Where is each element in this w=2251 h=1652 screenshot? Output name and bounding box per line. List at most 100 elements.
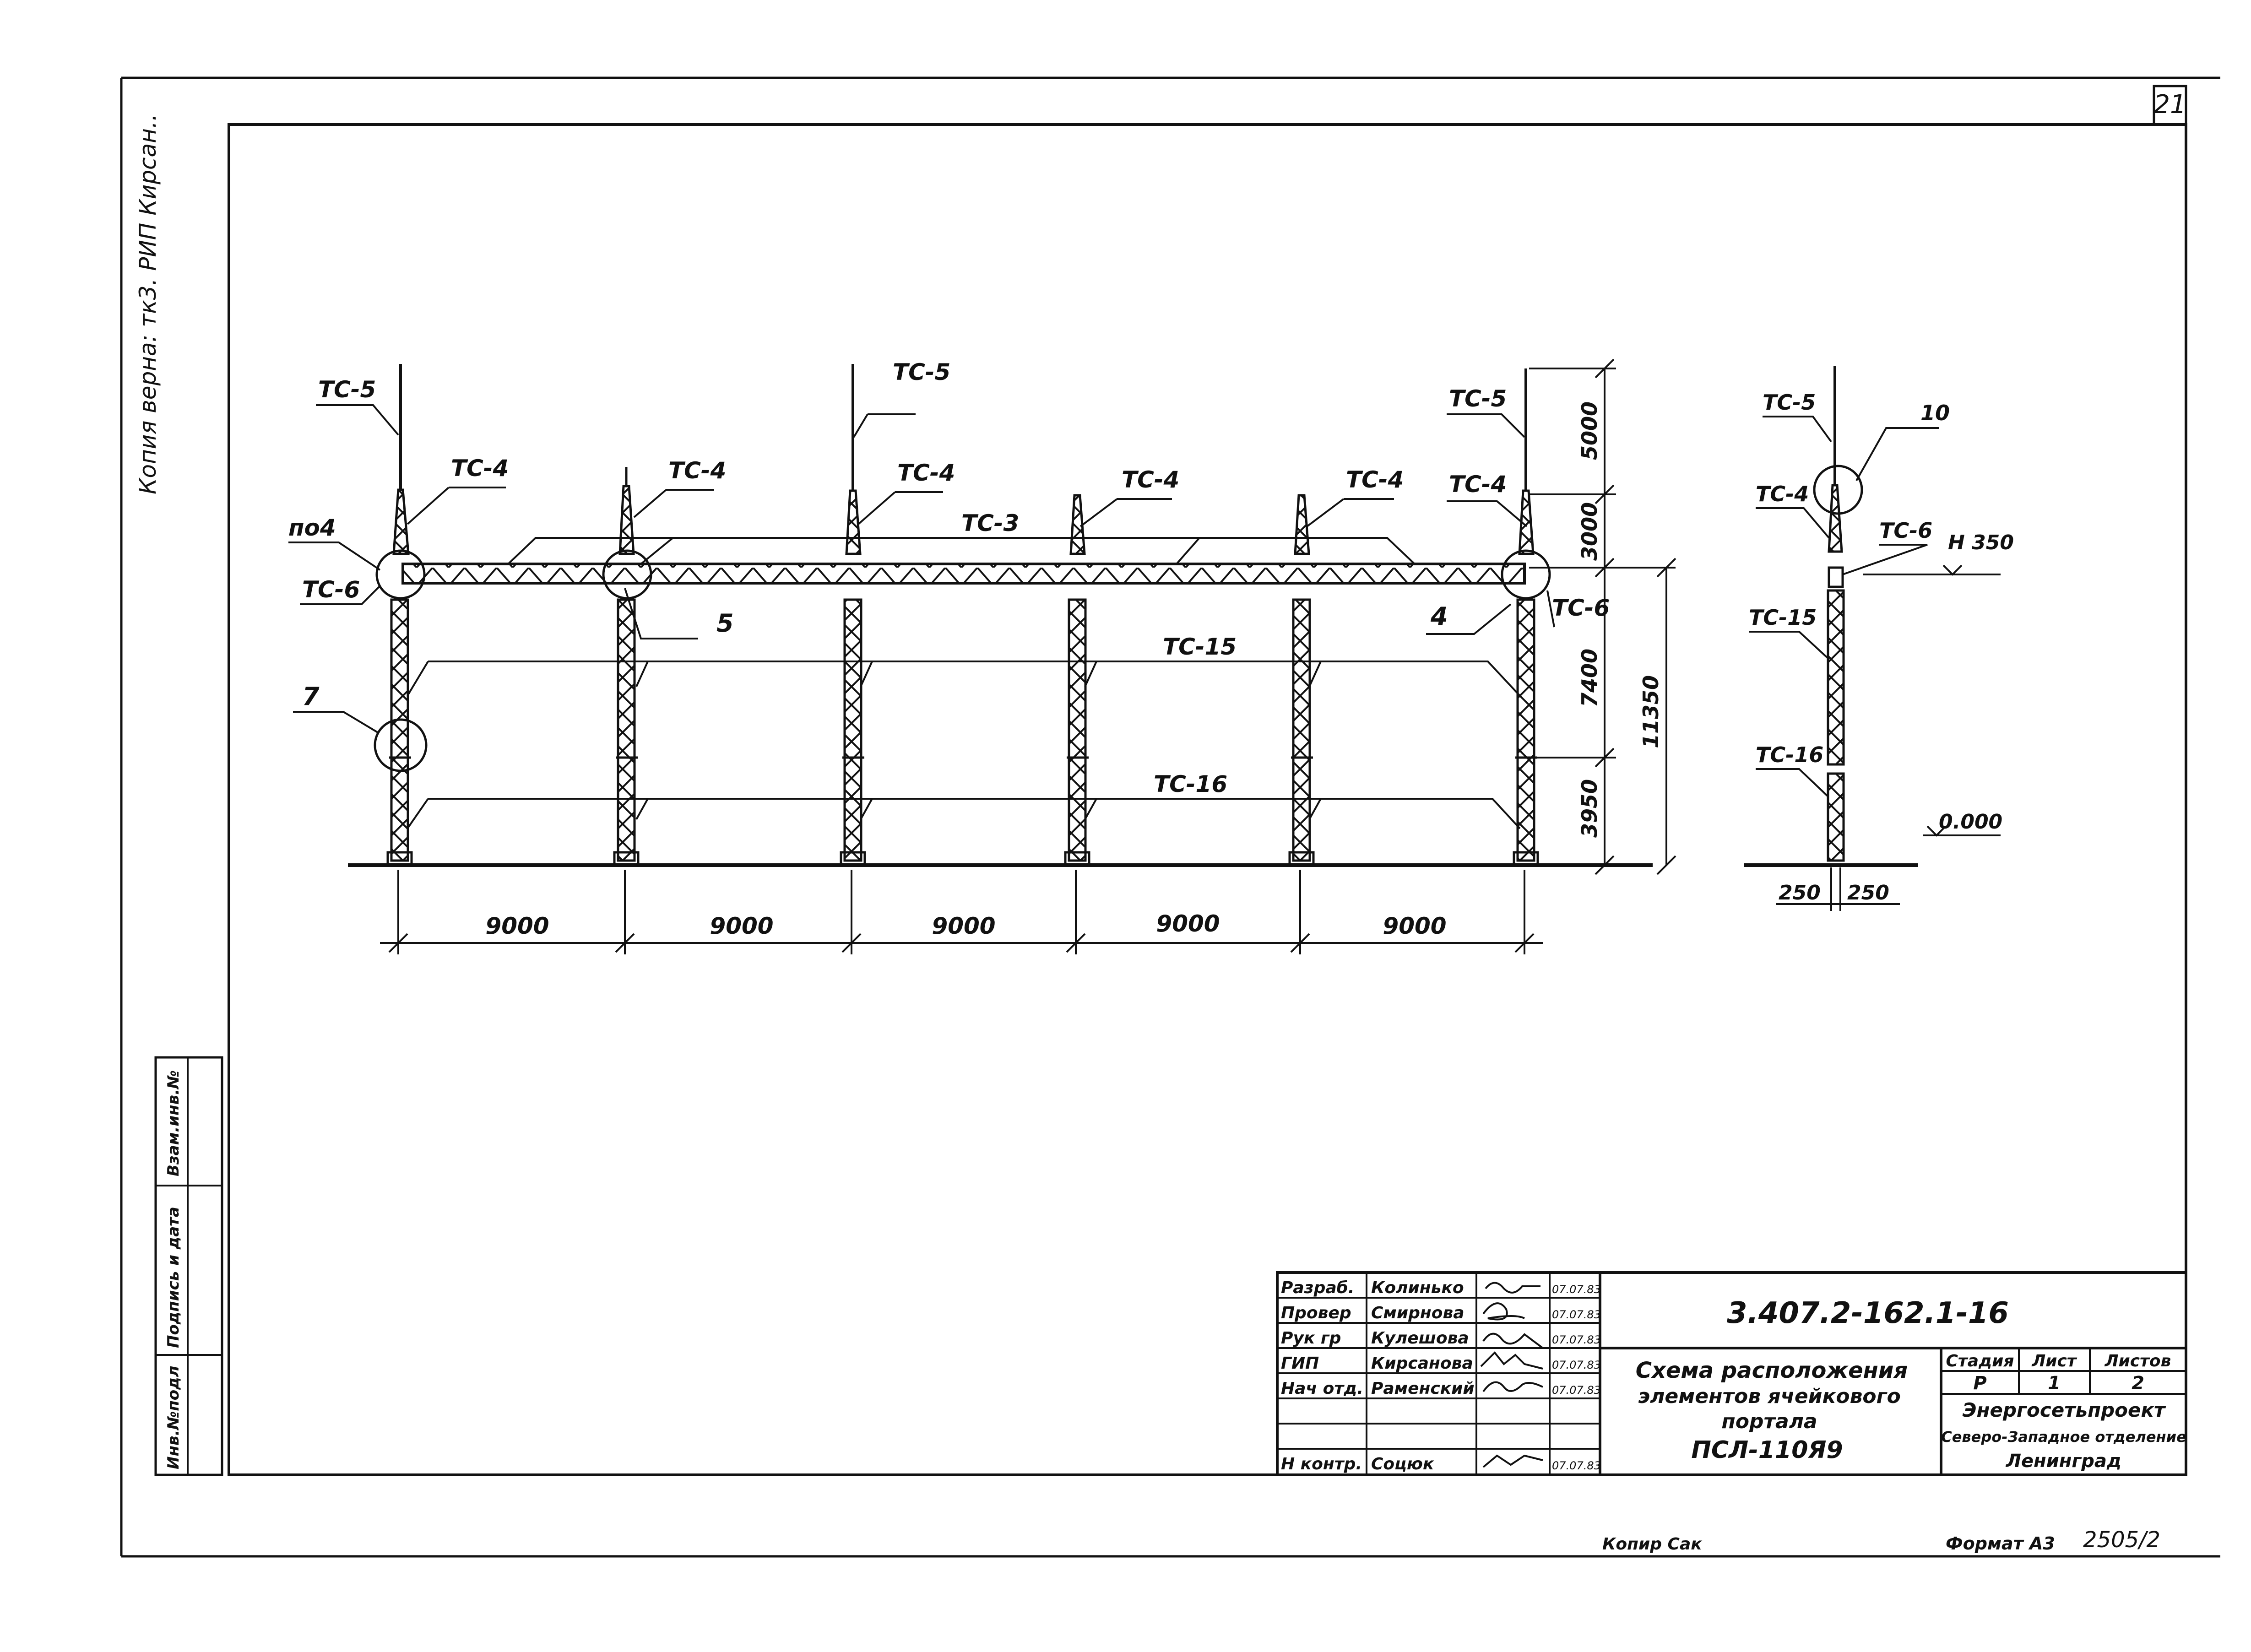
element-labels: ТС-5 ТС-5 ТС-5 ТС-4 ТС-4 ТС-4 ТС-4 ТС-4 … — [288, 359, 1610, 797]
label-tc4-c: ТС-4 — [897, 460, 955, 486]
drawing-title-line-3: портала — [1721, 1410, 1817, 1433]
label-tc5-a: ТС-5 — [318, 376, 376, 403]
span-2: 9000 — [710, 913, 773, 939]
row-date: 07.07.83 — [1552, 1308, 1601, 1321]
portal-side-view: ТС-5 10 ТС-4 ТС-6 Н 350 ТС-15 ТС-16 0.00… — [1744, 366, 2014, 911]
signature-row: Нач отд. Раменский 07.07.83 — [1281, 1379, 1601, 1398]
signature-row: Разраб. Колинько 07.07.83 — [1281, 1278, 1601, 1297]
signature-rows: Разраб. Колинько 07.07.83 Провер Смирнов… — [1281, 1278, 1601, 1473]
dim-7400: 7400 — [1577, 649, 1602, 707]
org-line-3: Ленинград — [2006, 1451, 2121, 1472]
span-3: 9000 — [932, 913, 995, 939]
span-5: 9000 — [1383, 913, 1446, 939]
side-base-right: 250 — [1847, 881, 1889, 905]
side-label-tc4: ТС-4 — [1756, 482, 1809, 506]
signature-mark — [1482, 1332, 1544, 1349]
label-tc5-c: ТС-5 — [1449, 385, 1507, 412]
row-role: Нач отд. — [1281, 1379, 1363, 1398]
signature-mark — [1485, 1282, 1540, 1294]
stage-value: Р — [1973, 1373, 1986, 1394]
signature-row: Провер Смирнова 07.07.83 — [1281, 1302, 1601, 1322]
leaders — [288, 404, 1555, 829]
columns — [386, 364, 1539, 866]
doc-code: 3.407.2-162.1-16 — [1727, 1296, 2009, 1330]
signature-mark — [1482, 1454, 1543, 1468]
label-tc16: ТС-16 — [1154, 771, 1227, 797]
label-tc4-e: ТС-4 — [1346, 466, 1404, 493]
side-label-tc5: ТС-5 — [1763, 390, 1816, 415]
copier-note: Копир Сак — [1602, 1535, 1703, 1554]
signature-mark — [1482, 1302, 1525, 1321]
drawing-title-line-4: ПСЛ-110Я9 — [1691, 1436, 1843, 1464]
dim-3000: 3000 — [1577, 502, 1602, 561]
row-role: Рук гр — [1281, 1329, 1341, 1348]
sheet-footer: Копир Сак Формат А3 2505/2 — [1602, 1527, 2160, 1554]
row-role: Н контр. — [1281, 1455, 1362, 1473]
dim-5000: 5000 — [1577, 401, 1602, 460]
label-tc4-b: ТС-4 — [668, 457, 726, 484]
beam-tc3 — [401, 563, 1526, 585]
row-name: Колинько — [1371, 1278, 1464, 1297]
sheet-value: 1 — [2048, 1373, 2061, 1394]
copy-note: Копия верна: тк3. РИП Кирсан.. — [135, 114, 161, 494]
label-tc5-b: ТС-5 — [893, 359, 950, 385]
row-date: 07.07.83 — [1552, 1459, 1601, 1472]
sheet-header: Лист — [2031, 1352, 2077, 1370]
row-role: Провер — [1281, 1304, 1351, 1322]
title-block: Разраб. Колинько 07.07.83 Провер Смирнов… — [1276, 1271, 2187, 1476]
callout-4: 4 — [1430, 602, 1448, 631]
signature-row: ГИП Кирсанова 07.07.83 — [1281, 1351, 1601, 1373]
row-name: Кулешова — [1371, 1329, 1469, 1348]
row-role: ГИП — [1281, 1354, 1319, 1373]
row-name: Кирсанова — [1371, 1354, 1473, 1373]
side-base-left: 250 — [1779, 881, 1821, 905]
org-line-1: Энергосетьпроект — [1963, 1399, 2166, 1421]
side-mark-ground: 0.000 — [1939, 810, 2002, 834]
row-date: 07.07.83 — [1552, 1384, 1601, 1397]
height-dimensions — [1529, 358, 1676, 875]
sheets-value: 2 — [2132, 1373, 2144, 1394]
signature-row: Рук гр Кулешова 07.07.83 — [1281, 1329, 1601, 1349]
row-date: 07.07.83 — [1552, 1333, 1601, 1346]
row-role: Разраб. — [1281, 1278, 1354, 1297]
stage-header: Стадия — [1946, 1352, 2014, 1370]
side-stamp-label-2: Подпись и дата — [164, 1207, 183, 1348]
label-tc15: ТС-15 — [1163, 634, 1237, 660]
signature-row: Н контр. Соцюк 07.07.83 — [1281, 1454, 1601, 1473]
label-tc4-f: ТС-4 — [1449, 471, 1507, 498]
signature-mark — [1480, 1351, 1543, 1370]
label-tc6-a: ТС-6 — [302, 576, 360, 603]
label-tc4-d: ТС-4 — [1122, 466, 1179, 493]
drawing-title-line-2: элементов ячейкового — [1638, 1385, 1901, 1408]
row-name: Смирнова — [1371, 1304, 1465, 1322]
format-label: Формат А3 — [1946, 1533, 2055, 1554]
org-line-2: Северо-Западное отделение — [1941, 1428, 2186, 1446]
callout-7: 7 — [302, 682, 320, 711]
row-date: 07.07.83 — [1552, 1359, 1601, 1371]
sheets-header: Листов — [2105, 1352, 2171, 1370]
callout-5: 5 — [716, 609, 734, 638]
dim-3950: 3950 — [1577, 779, 1602, 838]
side-stamp-label-3: Взам.инв.№ — [164, 1070, 183, 1176]
drawing-title-line-1: Схема расположения — [1636, 1358, 1908, 1383]
row-name: Раменский — [1371, 1379, 1475, 1398]
label-tc6-b: ТС-6 — [1552, 595, 1610, 621]
detail-circles — [374, 549, 1551, 772]
page-number-box: 21 — [2153, 85, 2187, 126]
row-date: 07.07.83 — [1552, 1283, 1601, 1296]
callout-10: 10 — [1920, 401, 1950, 425]
row-name: Соцюк — [1371, 1455, 1435, 1473]
side-label-tc16: ТС-16 — [1756, 742, 1823, 767]
callout-po4: по4 — [288, 515, 336, 541]
span-4: 9000 — [1156, 910, 1220, 937]
signature-mark — [1482, 1381, 1543, 1392]
page-number: 21 — [2153, 90, 2186, 119]
span-dimensions: 9000 9000 9000 9000 9000 — [380, 870, 1543, 954]
side-label-tc6: ТС-6 — [1879, 518, 1932, 543]
span-1: 9000 — [485, 913, 549, 939]
archive-number: 2505/2 — [2083, 1527, 2160, 1553]
label-tc4-a: ТС-4 — [451, 455, 509, 482]
sheet-border — [120, 76, 2220, 1558]
height-dimension-labels: 5000 3000 7400 3950 11350 — [1577, 401, 1663, 838]
